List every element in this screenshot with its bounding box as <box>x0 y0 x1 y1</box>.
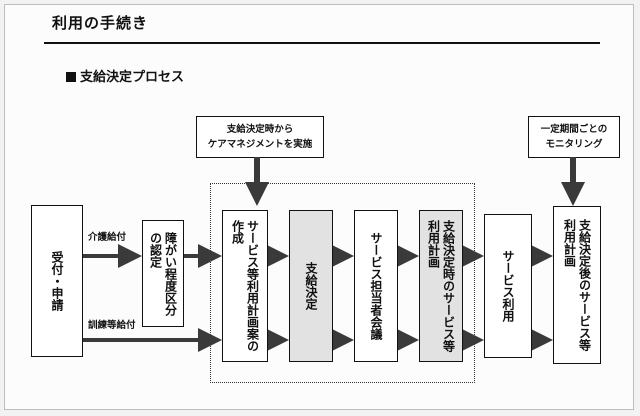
plan-at-decision-box: 支給決定時のサービス等 利用計画 <box>419 210 463 362</box>
plan-draft-label-line1: サービス等利用計画案の <box>245 220 260 352</box>
section-subtitle: 支給決定プロセス <box>66 66 184 85</box>
plan-at-decision-label-line2: 利用計画 <box>426 220 441 268</box>
plan-after-decision-box: 支給決定後のサービス等 利用計画 <box>553 206 601 364</box>
intake-label: 受付・申請 <box>50 251 64 311</box>
disability-level-label-line2: の認定 <box>148 231 163 268</box>
care-management-note: 支給決定時から ケアマネジメントを実施 <box>196 116 324 158</box>
disability-level-box: 障がい程度区分 の認定 <box>142 220 184 327</box>
kunren-kyufu-label: 訓練等給付 <box>88 320 136 331</box>
manager-meeting-box: サービス担当者会議 <box>354 210 398 362</box>
square-bullet-icon <box>66 72 76 82</box>
page-title: 利用の手続き <box>52 14 149 32</box>
section-subtitle-text: 支給決定プロセス <box>80 70 185 85</box>
monitoring-note: 一定期間ごとの モニタリング <box>528 116 620 158</box>
disability-level-label-line1: 障がい程度区分 <box>163 231 178 316</box>
plan-at-decision-label-line1: 支給決定時のサービス等 <box>441 220 456 352</box>
kaigo-kyufu-label: 介護給付 <box>88 232 127 243</box>
care-management-frame <box>210 183 475 383</box>
decision-box: 支給決定 <box>289 210 333 362</box>
service-use-box: サービス利用 <box>484 214 532 358</box>
plan-draft-label-line2: 作成 <box>230 220 245 244</box>
monitoring-note-line1: 一定期間ごとの <box>540 124 608 135</box>
plan-after-decision-label-line2: 利用計画 <box>562 219 577 267</box>
intake-box: 受付・申請 <box>31 205 83 357</box>
care-management-note-line2: ケアマネジメントを実施 <box>207 139 313 150</box>
plan-after-decision-label-line1: 支給決定後のサービス等 <box>577 219 592 351</box>
care-management-note-line1: 支給決定時から <box>226 124 294 135</box>
service-use-label: サービス利用 <box>501 250 515 322</box>
manager-meeting-label: サービス担当者会議 <box>369 232 383 340</box>
monitoring-note-line2: モニタリング <box>545 139 603 150</box>
title-divider <box>44 42 600 44</box>
decision-label: 支給決定 <box>304 262 318 310</box>
plan-draft-box: サービス等利用計画案の 作成 <box>222 210 268 362</box>
